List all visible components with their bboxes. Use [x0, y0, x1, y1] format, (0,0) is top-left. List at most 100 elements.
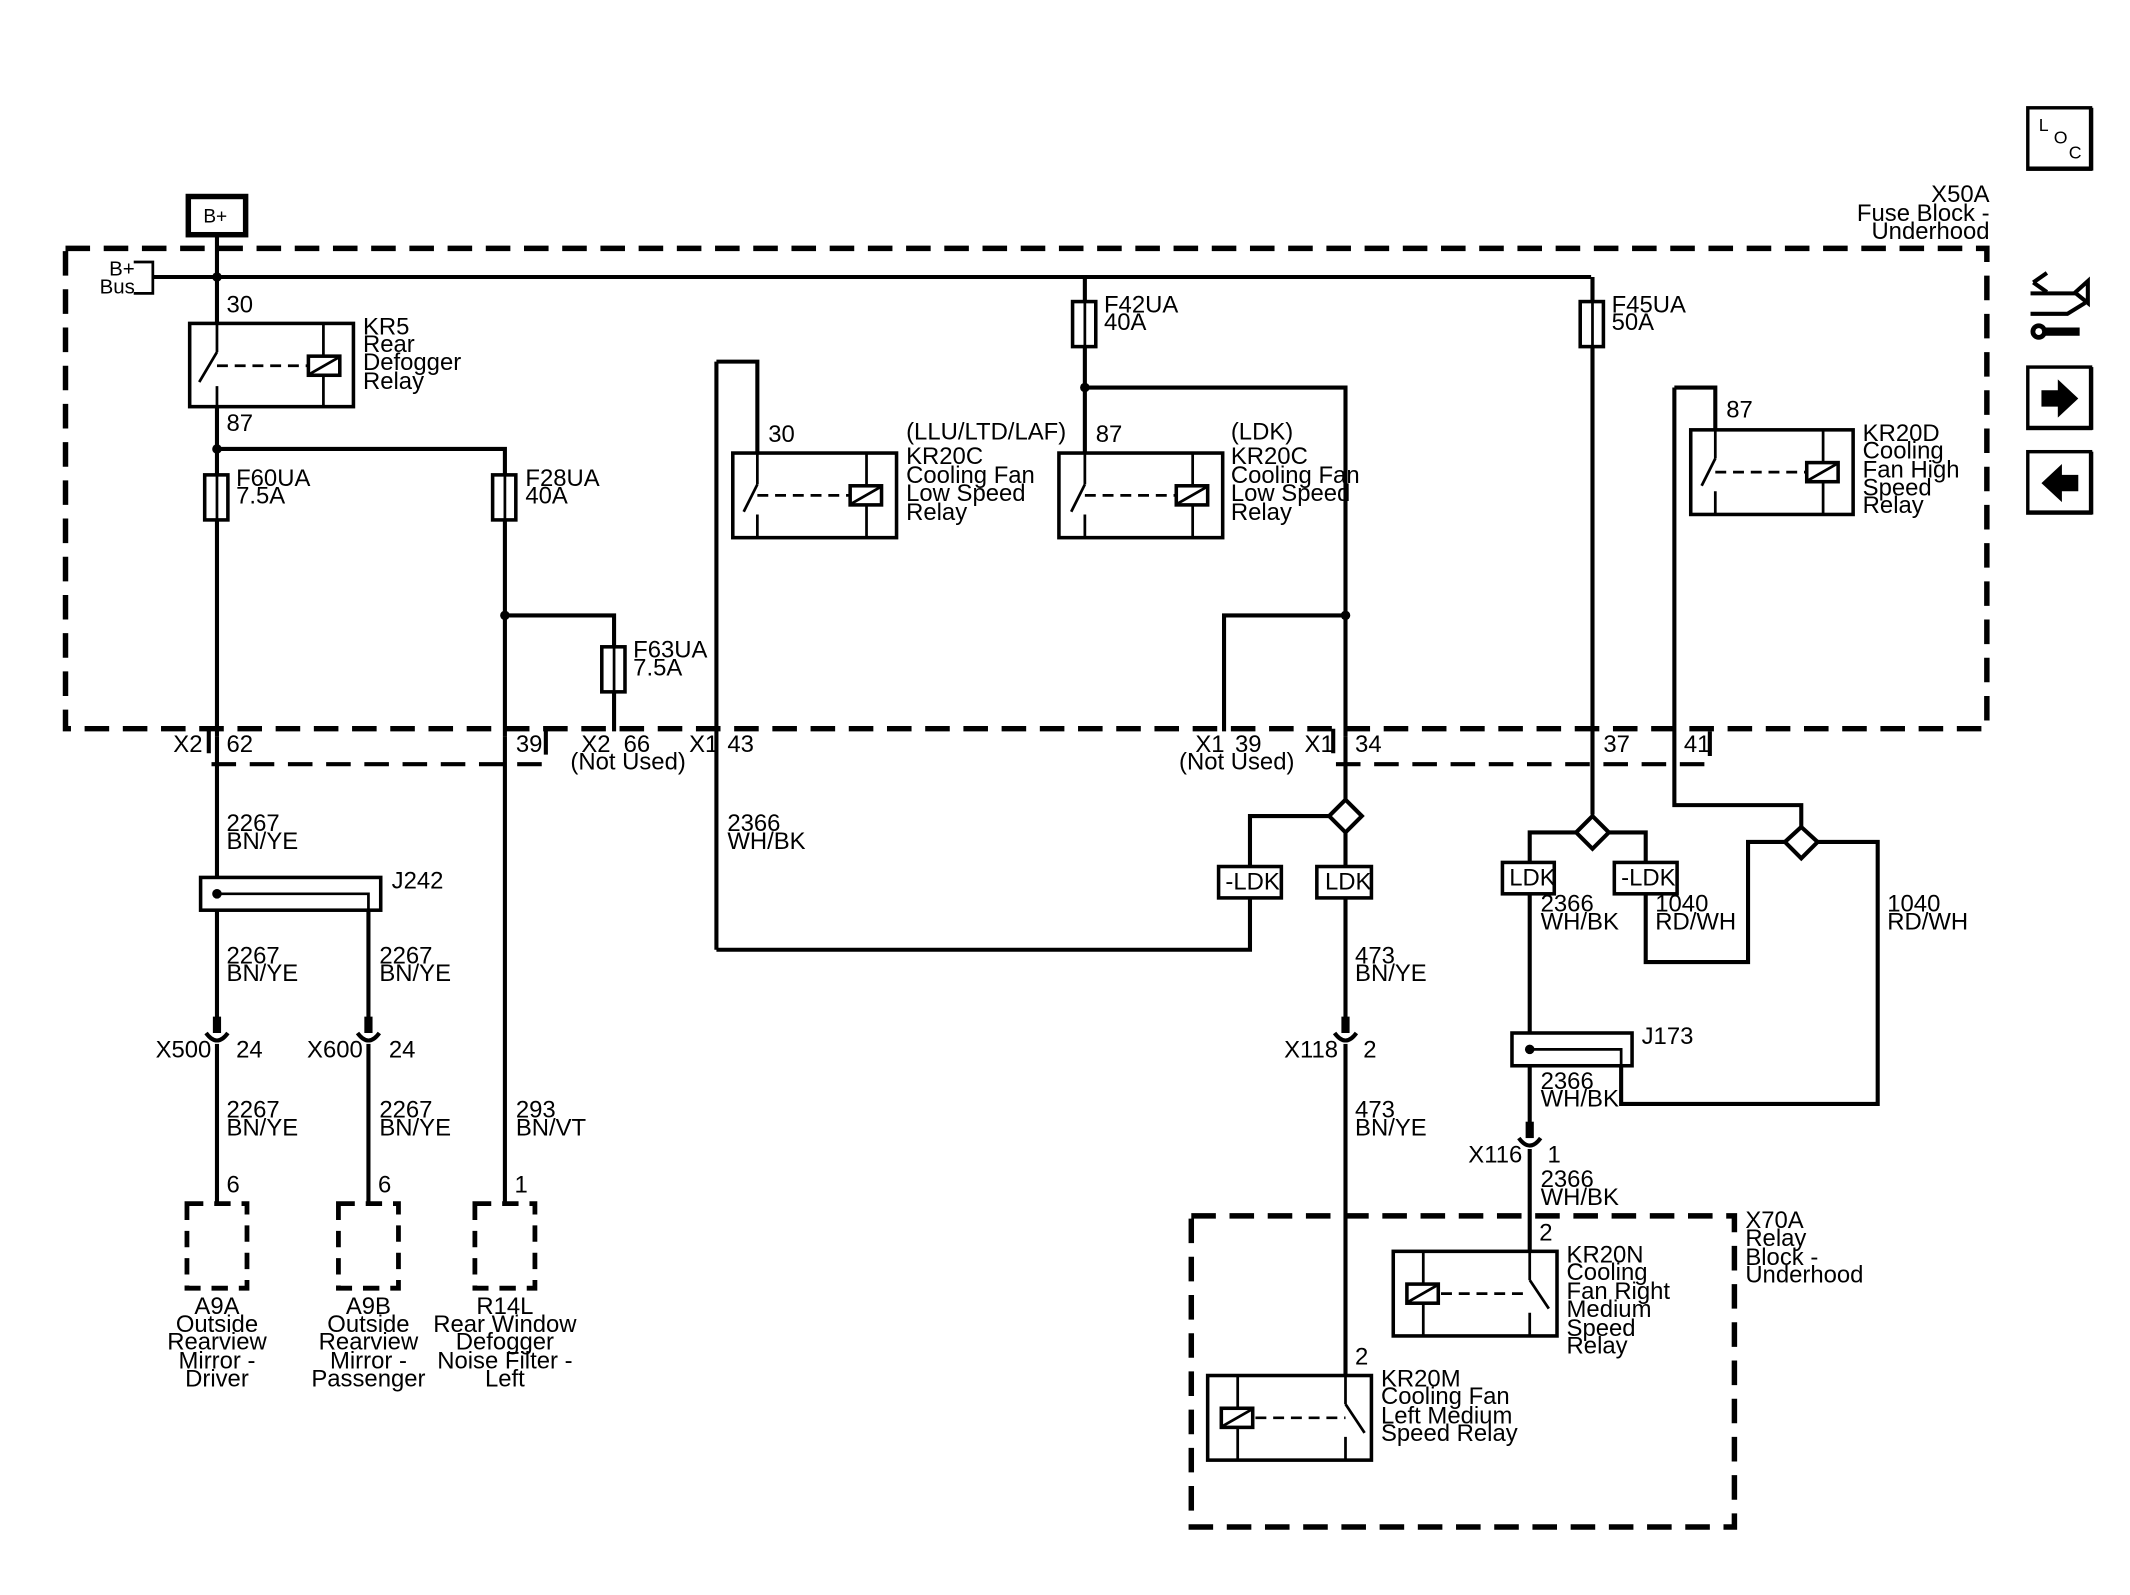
svg-text:Cooling Fan: Cooling Fan — [906, 462, 1035, 489]
svg-text:2366: 2366 — [727, 810, 780, 837]
fuse-block-outline — [62, 245, 1990, 732]
svg-text:2267: 2267 — [379, 1097, 432, 1124]
svg-text:Underhood: Underhood — [1871, 218, 1989, 245]
svg-text:Block -: Block - — [1745, 1244, 1818, 1271]
svg-text:Rearview: Rearview — [167, 1329, 267, 1356]
previous-arrow-button[interactable] — [2026, 449, 2094, 515]
splice-j173: J173 — [1510, 1023, 1693, 1068]
svg-text:Relay: Relay — [363, 368, 424, 395]
svg-text:X1: X1 — [1305, 731, 1334, 758]
option-switch-diamond-3 — [1781, 824, 1821, 862]
option-not-ldk-1: -LDK — [1216, 864, 1284, 900]
svg-text:Driver: Driver — [185, 1365, 249, 1392]
loc-l: L — [2039, 115, 2049, 135]
svg-text:X600: X600 — [307, 1037, 363, 1064]
svg-text:293: 293 — [516, 1097, 556, 1124]
svg-text:Cooling: Cooling — [1567, 1259, 1648, 1286]
loc-button[interactable]: L O C — [2026, 106, 2094, 171]
svg-text:Mirror -: Mirror - — [330, 1348, 407, 1375]
connector-x1-43: X1 43 — [689, 731, 754, 758]
svg-text:F63UA: F63UA — [633, 637, 707, 664]
svg-text:Rear Window: Rear Window — [433, 1311, 577, 1338]
svg-text:(LDK): (LDK) — [1231, 418, 1293, 445]
svg-text:WH/BK: WH/BK — [1541, 1184, 1619, 1211]
wire-2366-b: 2366 WH/BK — [1541, 891, 1619, 936]
svg-text:2366: 2366 — [1541, 1166, 1594, 1193]
svg-text:66: 66 — [624, 731, 651, 758]
fuse-f28ua: F28UA 40A — [490, 465, 600, 522]
svg-text:7.5A: 7.5A — [633, 654, 682, 681]
svg-text:Defogger: Defogger — [456, 1329, 554, 1356]
relay-kr5: 30 KR5 Rear Defogger Relay 87 — [187, 291, 461, 437]
fuse-f60ua: F60UA 7.5A — [202, 465, 310, 522]
svg-text:F28UA: F28UA — [525, 465, 599, 492]
relay-kr20d: 87 KR20D Cooling Fan High Speed Relay — [1688, 397, 1960, 519]
connector-x1-outline — [1331, 728, 1712, 767]
svg-text:J242: J242 — [392, 867, 444, 894]
svg-text:34: 34 — [1355, 731, 1382, 758]
connector-x1-37: 37 — [1603, 731, 1630, 758]
svg-text:Relay: Relay — [1231, 499, 1292, 526]
svg-text:24: 24 — [236, 1037, 263, 1064]
svg-text:(Not Used): (Not Used) — [570, 749, 685, 776]
svg-text:1040: 1040 — [1655, 891, 1708, 918]
wire-293: 293 BN/VT — [516, 1097, 587, 1142]
svg-text:WH/BK: WH/BK — [1541, 908, 1619, 935]
kr5-pin-30: 30 — [227, 291, 254, 318]
svg-text:1040: 1040 — [1887, 891, 1940, 918]
wire-1040-a: 1040 RD/WH — [1655, 891, 1736, 936]
svg-text:(LLU/LTD/LAF): (LLU/LTD/LAF) — [906, 418, 1066, 445]
wire-2366-c: 2366 WH/BK — [1541, 1068, 1619, 1113]
relay-block-label: X70A Relay Block - Underhood — [1745, 1207, 1863, 1289]
svg-text:BN/YE: BN/YE — [379, 1114, 451, 1141]
svg-text:-LDK: -LDK — [1621, 865, 1675, 892]
svg-text:40A: 40A — [1104, 309, 1147, 336]
connector-tools-icon[interactable] — [2030, 271, 2090, 340]
connector-x2-66: X2 66 (Not Used) — [570, 731, 685, 776]
svg-text:Relay: Relay — [1863, 492, 1924, 519]
splice-j242: J242 — [198, 867, 444, 912]
option-ldk-2: LDK — [1500, 860, 1557, 896]
component-a9a: 6 A9A Outside Rearview Mirror - Driver — [167, 1172, 267, 1393]
svg-text:-LDK: -LDK — [1225, 869, 1279, 896]
svg-text:Passenger: Passenger — [311, 1365, 425, 1392]
kr20d-pin: 87 — [1726, 397, 1753, 424]
wire-2267-b: 2267 BN/YE — [227, 942, 299, 987]
svg-text:R14L: R14L — [476, 1293, 533, 1320]
svg-text:Speed: Speed — [1567, 1315, 1636, 1342]
connector-x2-outline — [206, 728, 548, 767]
relay-block-outline — [1188, 1213, 1738, 1530]
next-arrow-button[interactable] — [2026, 365, 2094, 431]
svg-text:Speed Relay: Speed Relay — [1381, 1420, 1518, 1447]
loc-o: O — [2054, 127, 2068, 147]
next-arrow-icon — [2041, 379, 2079, 418]
svg-text:X500: X500 — [156, 1037, 212, 1064]
svg-text:X2: X2 — [173, 731, 202, 758]
svg-text:62: 62 — [227, 731, 254, 758]
wire-2267-c: 2267 BN/YE — [379, 942, 451, 987]
svg-text:X118: X118 — [1284, 1037, 1338, 1064]
relay-kr20c-ldk: 87 (LDK) KR20C Cooling Fan Low Speed Rel… — [1057, 418, 1360, 540]
svg-text:Fan Right: Fan Right — [1567, 1278, 1671, 1305]
wire-1040-b: 1040 RD/WH — [1887, 891, 1968, 936]
svg-text:Relay: Relay — [1745, 1225, 1806, 1252]
kr20c-ldk-pin: 87 — [1096, 421, 1123, 448]
connector-x1-41: 41 — [1684, 731, 1711, 758]
connector-x116: X116 1 — [1468, 1121, 1561, 1169]
b-plus-label: B+ — [203, 206, 227, 227]
svg-text:X1: X1 — [689, 731, 718, 758]
svg-text:A9B: A9B — [346, 1293, 391, 1320]
svg-text:BN/YE: BN/YE — [1355, 960, 1427, 987]
svg-text:LDK: LDK — [1325, 869, 1372, 896]
svg-text:Mirror -: Mirror - — [179, 1348, 256, 1375]
wire-2366-d: 2366 WH/BK — [1541, 1166, 1619, 1211]
svg-text:WH/BK: WH/BK — [1541, 1086, 1619, 1113]
svg-text:X116: X116 — [1468, 1142, 1522, 1169]
svg-text:1: 1 — [514, 1172, 527, 1199]
b-plus-bus-label: B+ Bus — [100, 258, 155, 298]
svg-text:BN/YE: BN/YE — [227, 1114, 299, 1141]
battery-source: B+ — [185, 193, 249, 238]
svg-text:BN/YE: BN/YE — [379, 960, 451, 987]
relay-kr20m: 2 KR20M Cooling Fan Left Medium Speed Re… — [1205, 1344, 1518, 1462]
